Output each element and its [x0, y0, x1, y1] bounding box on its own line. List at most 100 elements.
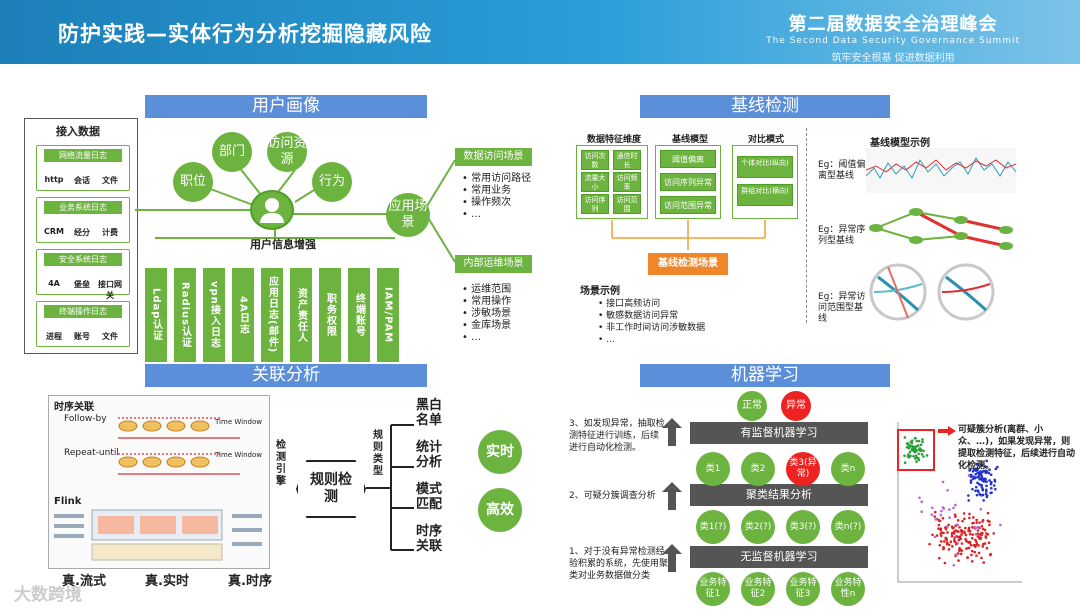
- scatter-point: [978, 521, 981, 524]
- scatter-point: [914, 445, 918, 448]
- seq-title: 时序关联: [54, 402, 94, 413]
- scatter-point: [983, 528, 987, 532]
- scatter-point: [968, 532, 972, 536]
- scatter-point: [939, 534, 943, 538]
- scatter-point: [920, 452, 924, 456]
- scatter-point: [931, 533, 934, 537]
- scatter-point: [944, 527, 948, 531]
- scatter-point: [986, 511, 990, 515]
- scatter-point: [948, 516, 951, 519]
- access-item: CRM: [44, 227, 64, 236]
- scatter-point: [948, 508, 951, 511]
- scatter-point: [970, 560, 974, 563]
- scatter-point: [980, 483, 983, 487]
- scatter-point: [939, 540, 943, 543]
- scatter-point: [967, 529, 970, 533]
- ml-row1-circle: 类n: [831, 452, 865, 486]
- feature-item: 访问频率: [613, 172, 641, 192]
- scatter-point: [984, 469, 988, 473]
- scatter-point: [967, 474, 971, 477]
- scatter-point: [974, 532, 978, 536]
- scatter-point: [970, 549, 974, 553]
- profile-source-bar: Ldap认证: [145, 268, 167, 362]
- scene-data-access-list: 常用访问路径常用业务操作频次…: [462, 173, 531, 221]
- scene-item: …: [462, 209, 531, 221]
- scatter-point: [974, 538, 977, 542]
- scatter-point: [972, 475, 975, 478]
- circle-efficient: 高效: [478, 488, 522, 532]
- scatter-point: [954, 515, 957, 518]
- scatter-point: [933, 515, 936, 518]
- ml-arrows: [662, 418, 682, 572]
- scatter-point: [945, 541, 949, 544]
- scatter-point: [928, 542, 931, 546]
- scatter-point: [967, 546, 971, 550]
- scatter-point: [953, 535, 957, 539]
- ml-row2-circle: 类3(?): [786, 510, 820, 544]
- access-data-panel: [24, 118, 138, 354]
- scatter-point: [931, 506, 934, 510]
- scatter-point: [952, 539, 956, 542]
- scatter-point: [984, 536, 988, 539]
- scatter-point: [977, 551, 981, 555]
- profile-source-bar: IAM/PAM: [377, 268, 399, 362]
- access-group: [36, 145, 130, 191]
- follow-label: Follow-by: [64, 414, 107, 424]
- scatter-point: [978, 537, 981, 540]
- scatter-point: [975, 521, 979, 524]
- example-item: 接口高频访问: [598, 298, 705, 310]
- access-group-title: 业务系统日志: [44, 201, 122, 214]
- access-group: [36, 249, 130, 295]
- scatter-point: [933, 510, 937, 514]
- slogan-1: 真.流式: [62, 574, 106, 589]
- access-item: 堡垒: [74, 280, 90, 289]
- rule-type-item: 统计分析: [416, 440, 443, 470]
- ml-row1-circle: 类2: [741, 452, 775, 486]
- sequence-graph-icon: [869, 208, 1013, 250]
- scatter-point: [915, 460, 918, 463]
- profile-source-bar: vpn接入日志: [203, 268, 225, 362]
- scatter-point: [963, 517, 966, 521]
- scatter-point: [912, 454, 915, 458]
- scatter-point: [971, 526, 974, 529]
- scatter-point: [950, 534, 954, 538]
- page-title: 防护实践—实体行为分析挖掘隐藏风险: [58, 22, 432, 46]
- feature-item: 流量大小: [581, 172, 609, 192]
- scatter-point: [957, 559, 960, 562]
- scatter-point: [980, 474, 984, 478]
- scatter-point: [920, 500, 924, 504]
- flink-title: Flink: [54, 496, 82, 507]
- scatter-point: [975, 554, 978, 557]
- ml-cluster-analysis: 聚类结果分析: [690, 484, 868, 506]
- scene-data-access-title: 数据访问场景: [455, 148, 532, 166]
- ml-abnormal: 异常: [781, 391, 811, 421]
- scatter-point: [976, 462, 979, 466]
- scatter-point: [990, 486, 993, 490]
- scatter-point: [934, 518, 938, 521]
- ml-step2: 2、可疑分簇调查分析: [569, 491, 656, 501]
- feature-box: [576, 145, 648, 219]
- circle-app-scene: 应用场景: [386, 193, 430, 237]
- scatter-point: [909, 440, 913, 444]
- scene-example-title: 场景示例: [580, 286, 620, 297]
- scatter-point: [987, 541, 991, 545]
- scatter-point: [974, 472, 977, 476]
- rule-hexagon: [296, 460, 366, 518]
- scatter-point: [922, 455, 925, 458]
- divider: [806, 128, 807, 323]
- scatter-point: [988, 523, 991, 527]
- scatter-point: [913, 457, 917, 460]
- timewin-label-2: Time Window: [215, 451, 262, 459]
- scatter-point: [980, 463, 984, 467]
- scatter-point: [978, 533, 982, 536]
- timewin-label-1: Time Window: [215, 418, 262, 426]
- compare-item: 群组对比(横向): [737, 184, 793, 206]
- scatter-point: [986, 519, 990, 523]
- slogan-2: 真.实时: [145, 574, 189, 589]
- scatter-point: [939, 527, 943, 530]
- scatter-point: [917, 439, 921, 443]
- access-data-title: 接入数据: [56, 125, 100, 138]
- scatter-point: [971, 470, 975, 473]
- scatter-point: [957, 530, 960, 533]
- baseline-connectors: [611, 220, 766, 250]
